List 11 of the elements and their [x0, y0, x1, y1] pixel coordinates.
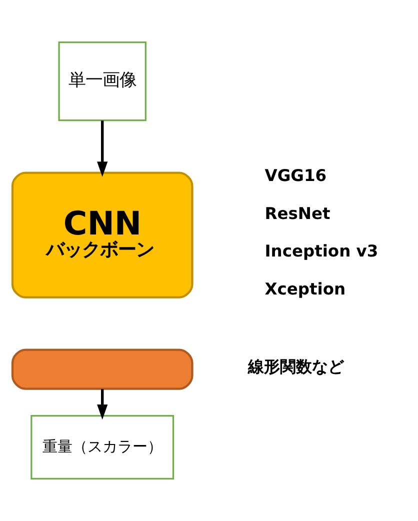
label: 線形関数など — [248, 357, 344, 376]
arrow — [97, 120, 108, 177]
label: Xception — [264, 280, 346, 299]
label: ResNet — [264, 204, 330, 223]
node-box: CNN バックボーン — [11, 172, 194, 298]
node-box: 重量（スカラー） — [30, 415, 174, 480]
node-box: 単一画像 — [58, 42, 146, 122]
node-bar — [11, 348, 194, 390]
label: Inception v3 — [264, 242, 378, 261]
label: VGG16 — [264, 166, 327, 185]
arrow — [97, 389, 108, 420]
